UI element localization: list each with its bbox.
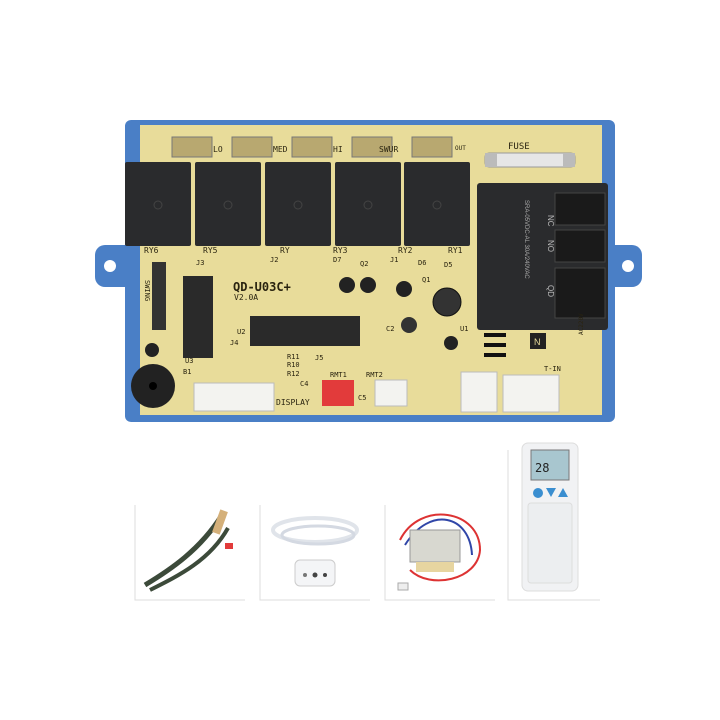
down-button xyxy=(546,488,556,497)
label-r12: R12 xyxy=(287,370,300,378)
label-swur: SWUR xyxy=(379,145,398,154)
label-d7: D7 xyxy=(333,256,341,264)
label-j2: J2 xyxy=(270,256,278,264)
relay-label-ry3: RY3 xyxy=(333,246,348,255)
label-u3: U3 xyxy=(185,357,193,365)
display-label: DISPLAY xyxy=(276,398,310,407)
control-board: LO MED HI SWUR OUT FUSE RY6 RY5 RY RY3 R… xyxy=(95,120,642,422)
remote-temp: 28 xyxy=(535,461,549,475)
transistor xyxy=(360,277,376,293)
label-d6: D6 xyxy=(418,259,426,267)
label-q1: Q1 xyxy=(422,276,430,284)
remote-control: 28 xyxy=(521,442,579,592)
label-j1: J1 xyxy=(390,256,398,264)
ac-label: AC220V xyxy=(578,313,585,335)
capacitor-c2 xyxy=(401,317,417,333)
relay-spec: SRA-05VDC-AL 30A/240VAC xyxy=(523,200,529,279)
label-c5: C5 xyxy=(358,394,366,402)
label-r10: R10 xyxy=(287,361,300,369)
fan-terminals: LO MED HI SWUR OUT xyxy=(171,136,466,158)
accessories: 28 xyxy=(134,442,600,601)
label-hi: HI xyxy=(333,145,343,154)
power-button xyxy=(533,488,543,498)
capacitor-large xyxy=(432,287,462,317)
ic-u2 xyxy=(250,316,360,346)
power-in-label: T-IN xyxy=(544,365,561,373)
label-u2: U2 xyxy=(237,328,245,336)
relay-label-ry: RY xyxy=(280,246,290,255)
rmt2-connector xyxy=(374,379,408,407)
label-b1: B1 xyxy=(183,368,191,376)
label-j5: J5 xyxy=(315,354,323,362)
transistor xyxy=(396,281,412,297)
rmt2-label: RMT2 xyxy=(366,371,383,379)
swing-label: SWING xyxy=(143,280,151,301)
label-u1: U1 xyxy=(460,325,468,333)
label-j4: J4 xyxy=(230,339,238,347)
ic-u3 xyxy=(183,276,213,358)
relay-label-ry6: RY6 xyxy=(144,246,159,255)
frame xyxy=(134,505,245,601)
display-connector xyxy=(193,382,275,412)
label-med: MED xyxy=(273,145,288,154)
relay-label-ry5: RY5 xyxy=(203,246,218,255)
compressor-relay: NC NO QD SRA-05VDC-AL 30A/240VAC xyxy=(477,183,608,330)
version: V2.0A xyxy=(234,293,258,302)
label-out: OUT xyxy=(455,145,466,152)
up-button xyxy=(558,488,568,497)
terminal-qd: QD xyxy=(546,285,555,297)
relays: RY6 RY5 RY RY3 RY2 RY1 xyxy=(125,162,470,255)
label-c4: C4 xyxy=(300,380,308,388)
terminal-nc: NC xyxy=(546,215,555,227)
n-label: N xyxy=(534,337,541,347)
display-panel-cable xyxy=(271,516,359,587)
fuse xyxy=(484,152,576,168)
ac-in-connector xyxy=(502,374,560,413)
fuse-label: FUSE xyxy=(508,142,530,152)
label-c2: C2 xyxy=(386,325,394,333)
label-r11: R11 xyxy=(287,353,300,361)
regulator xyxy=(444,336,458,350)
terminal-no: NO xyxy=(546,240,555,252)
rmt1-connector xyxy=(322,380,354,406)
label-q2: Q2 xyxy=(360,260,368,268)
transistor xyxy=(339,277,355,293)
power-connector xyxy=(460,371,498,413)
label-d5: D5 xyxy=(444,261,452,269)
swing-header xyxy=(152,262,166,330)
transformer xyxy=(397,513,482,591)
relay-label-ry2: RY2 xyxy=(398,246,413,255)
remote-lcd xyxy=(530,449,570,481)
relay-label-ry1: RY1 xyxy=(448,246,463,255)
label-j3: J3 xyxy=(196,259,204,267)
rmt1-label: RMT1 xyxy=(330,371,347,379)
label-lo: LO xyxy=(213,145,223,154)
temperature-sensor xyxy=(143,509,233,592)
model-number: QD-U03C+ xyxy=(233,280,291,294)
